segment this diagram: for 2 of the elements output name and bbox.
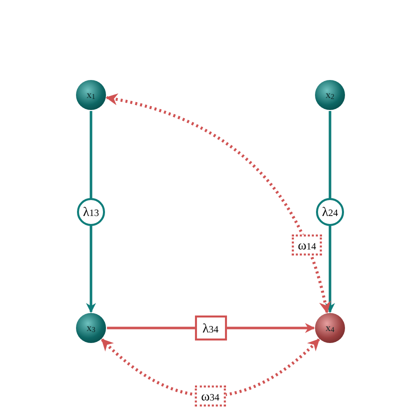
- dotted-arrow: [101, 338, 320, 398]
- dotted-arrow: [106, 94, 330, 314]
